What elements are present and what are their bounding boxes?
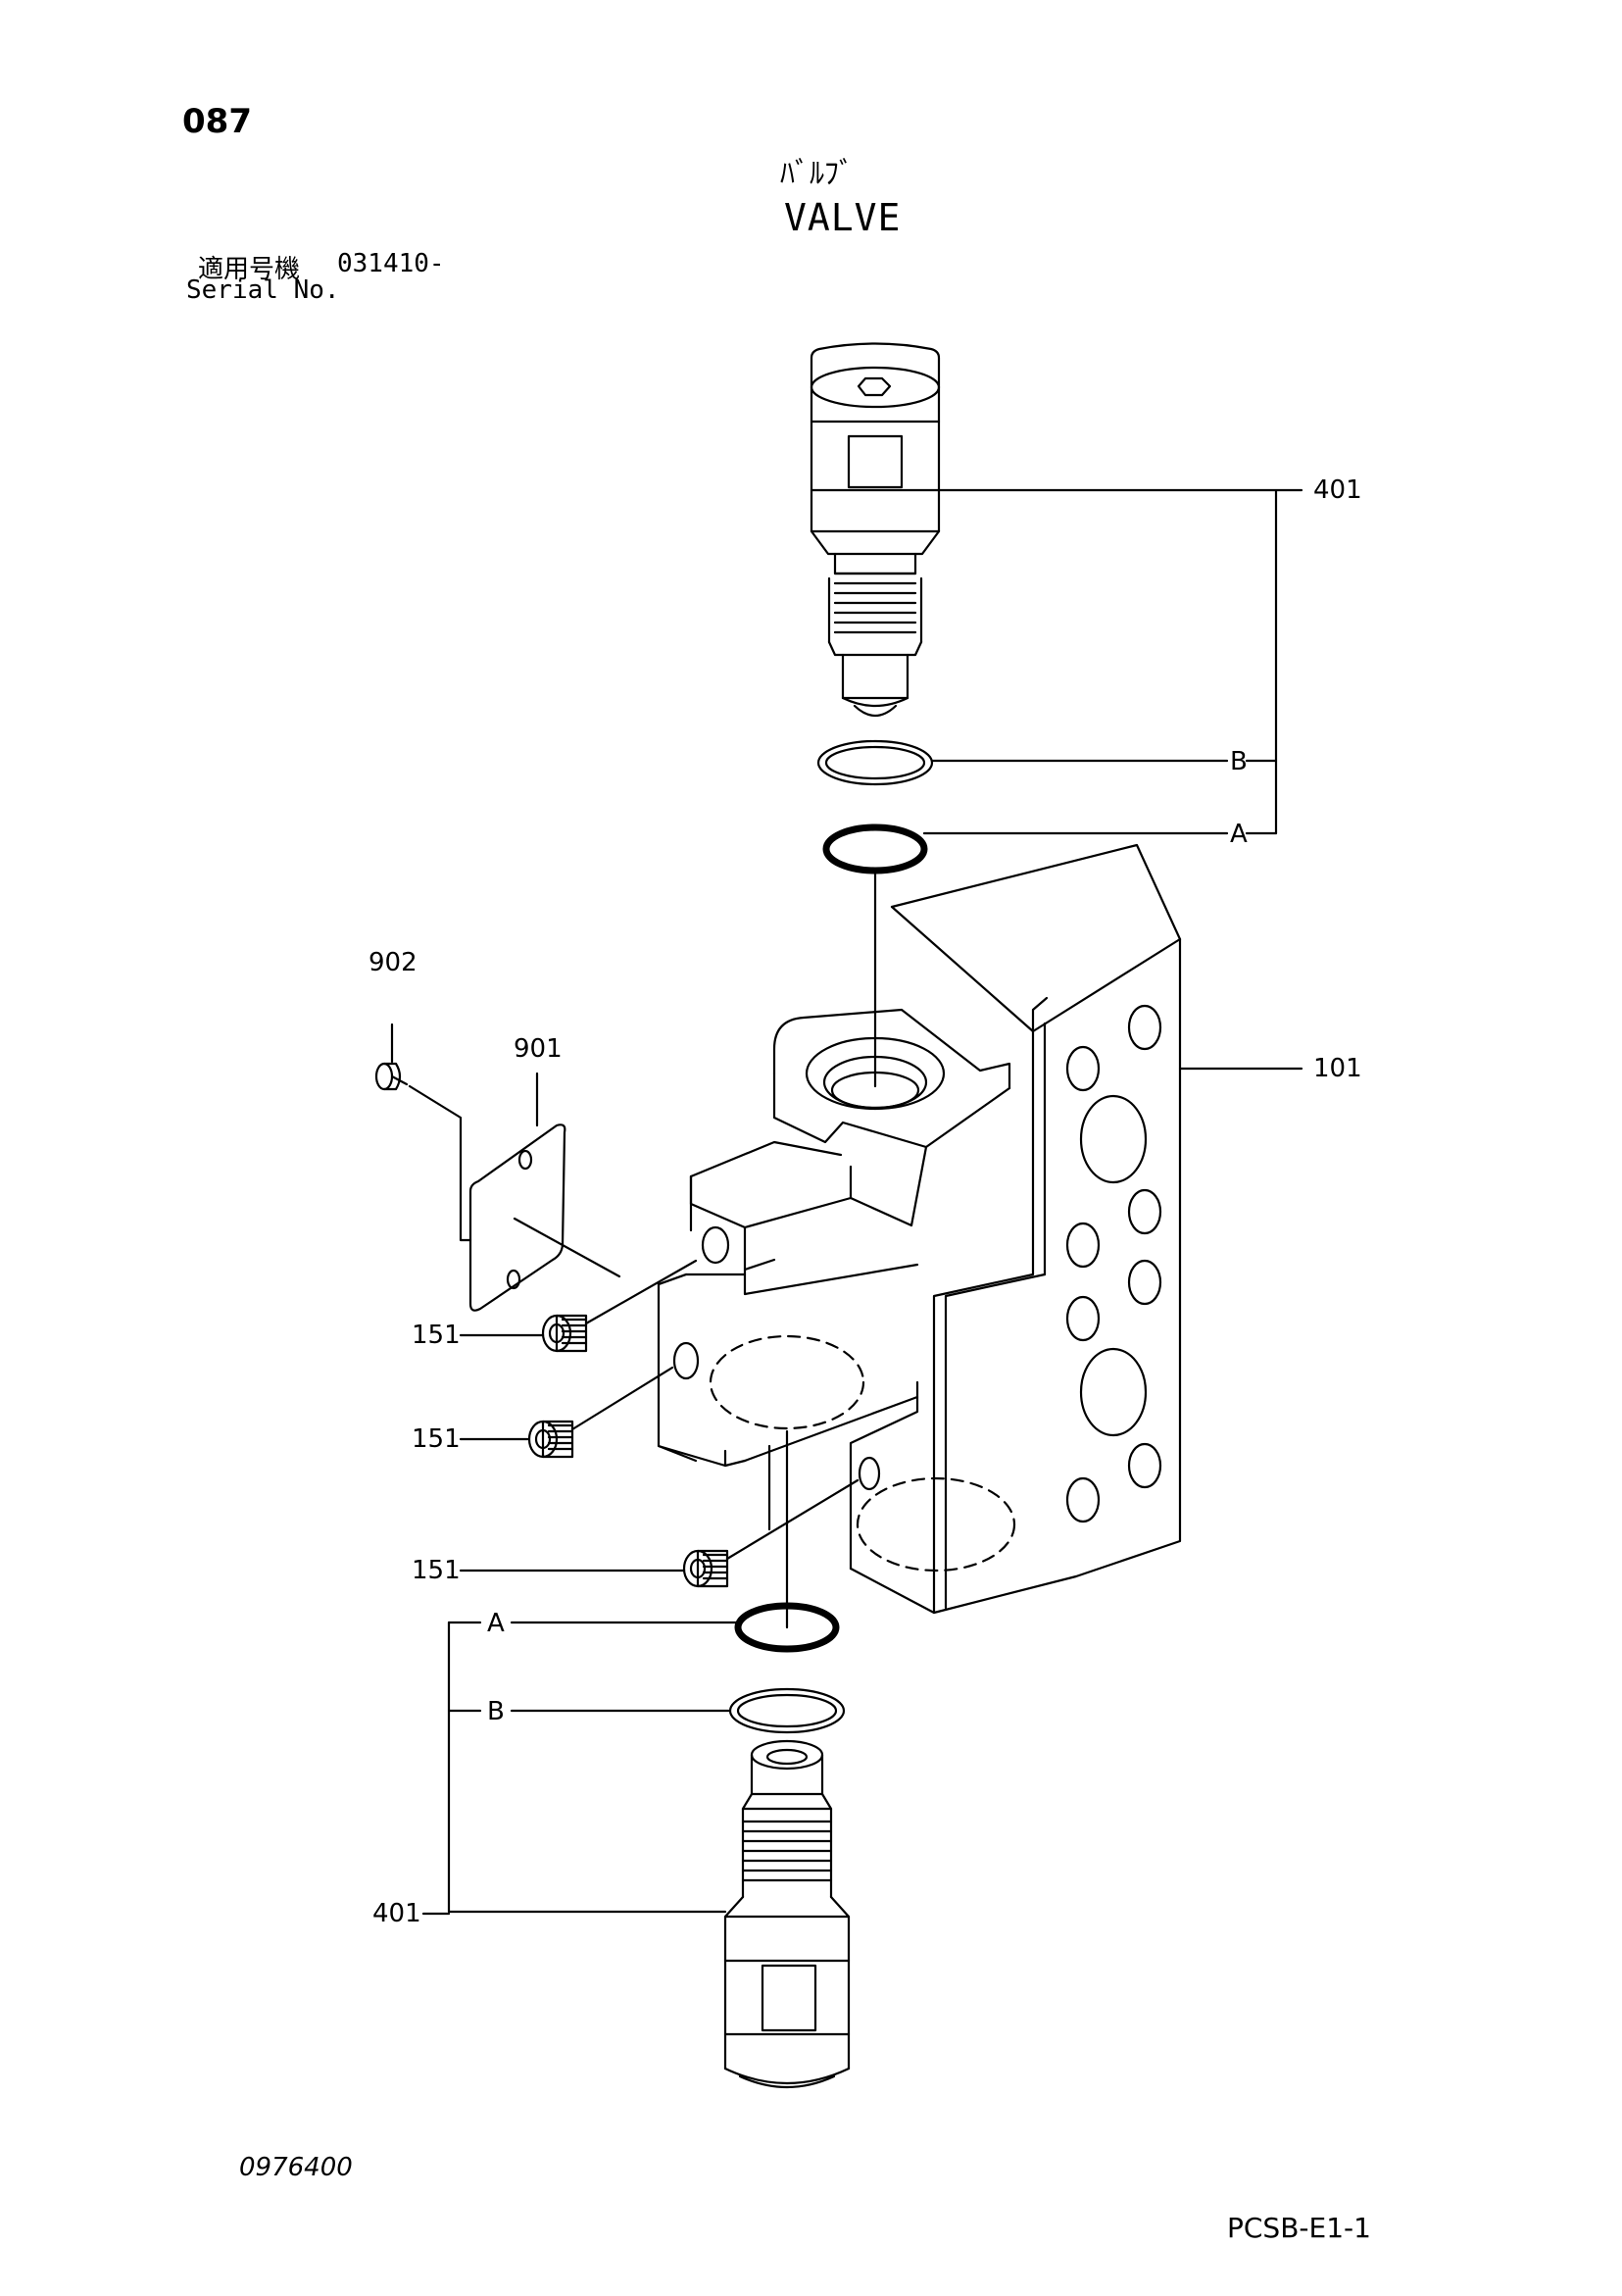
callout-a-lower: A [487, 1609, 505, 1638]
upper-401-bracket [937, 488, 1303, 835]
plug-151-2 [527, 1366, 674, 1459]
lower-401-bracket [447, 1621, 727, 1914]
callout-401-upper: 401 [1313, 475, 1362, 505]
upper-o-ring [822, 824, 928, 874]
lower-relief-valve [723, 1739, 851, 2089]
callout-b-upper: B [1230, 747, 1248, 776]
upper-relief-valve [810, 342, 941, 718]
page-number: 087 [182, 102, 252, 141]
lower-o-ring [734, 1602, 840, 1653]
sheet-reference: PCSB-E1-1 [1227, 2212, 1371, 2244]
plug-151-3 [682, 1478, 860, 1588]
lower-backup-ring [728, 1687, 846, 1734]
callout-a-upper: A [1230, 820, 1248, 849]
callout-401-lower: 401 [372, 1899, 421, 1928]
document-code: 0976400 [239, 2153, 353, 2182]
callout-151-2: 151 [412, 1424, 461, 1454]
callout-b-lower: B [487, 1697, 505, 1726]
upper-backup-ring [816, 739, 934, 786]
page-title: VALVE [784, 196, 902, 239]
screw-902 [374, 1062, 409, 1091]
callout-151-3: 151 [412, 1556, 461, 1585]
title-japanese: ﾊﾞﾙﾌﾞ [780, 157, 854, 191]
plug-151-1 [541, 1259, 698, 1353]
name-plate-901 [468, 1123, 621, 1312]
serial-label-japanese: 適用号機 [198, 255, 301, 284]
serial-label: Serial No. [186, 275, 340, 305]
valve-body [657, 843, 1182, 1615]
serial-number-value: 031410- [337, 249, 445, 278]
callout-151-1: 151 [412, 1321, 461, 1350]
callout-902: 902 [369, 948, 418, 977]
callout-101: 101 [1313, 1054, 1362, 1083]
callout-901: 901 [514, 1034, 563, 1064]
